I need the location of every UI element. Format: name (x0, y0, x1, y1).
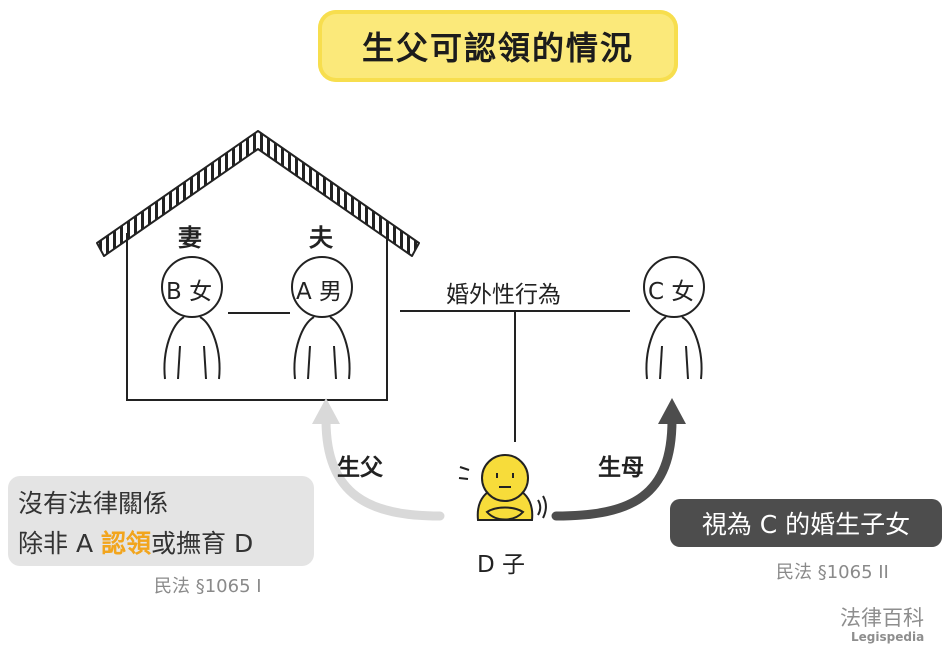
biological-father-label: 生父 (337, 455, 383, 481)
no-legal-relation-line2: 除非 A 認領或撫育 D (18, 524, 253, 560)
child-d-figure (458, 454, 547, 521)
mother-arrow (551, 398, 686, 521)
person-b-figure (161, 256, 223, 380)
person-c-label: C 女 (648, 279, 695, 305)
no-legal-relation-line1: 沒有法律關係 (18, 489, 169, 518)
no-legal-relation-box: 沒有法律關係 除非 A 認領或撫育 D (8, 476, 314, 566)
line2-prefix: 除非 A (18, 529, 101, 558)
brand-logo-zh: 法律百科 (840, 606, 924, 630)
line2-suffix: 或撫育 D (151, 529, 254, 558)
law-ref-left: 民法 §1065 I (154, 576, 262, 597)
affair-label: 婚外性行為 (446, 282, 561, 308)
person-a-label: A 男 (296, 279, 343, 305)
wife-label: 妻 (178, 224, 202, 252)
house-roof (96, 130, 420, 257)
page-title: 生父可認領的情況 (361, 29, 634, 67)
house-walls (126, 233, 388, 401)
legitimate-child-box: 視為 C 的婚生子女 (670, 499, 942, 547)
person-b-label: B 女 (166, 279, 213, 305)
person-c-figure (643, 256, 705, 380)
acknowledge-highlight: 認領 (101, 529, 152, 558)
person-a-figure (291, 256, 353, 380)
child-d-label: D 子 (477, 552, 526, 578)
brand-logo-en: Legispedia (851, 630, 925, 644)
father-arrow (312, 398, 445, 521)
husband-label: 夫 (309, 224, 333, 252)
title-banner: 生父可認領的情況 (318, 10, 678, 82)
law-ref-right: 民法 §1065 II (776, 562, 889, 583)
legitimate-child-text: 視為 C 的婚生子女 (701, 510, 911, 539)
biological-mother-label: 生母 (598, 455, 644, 481)
